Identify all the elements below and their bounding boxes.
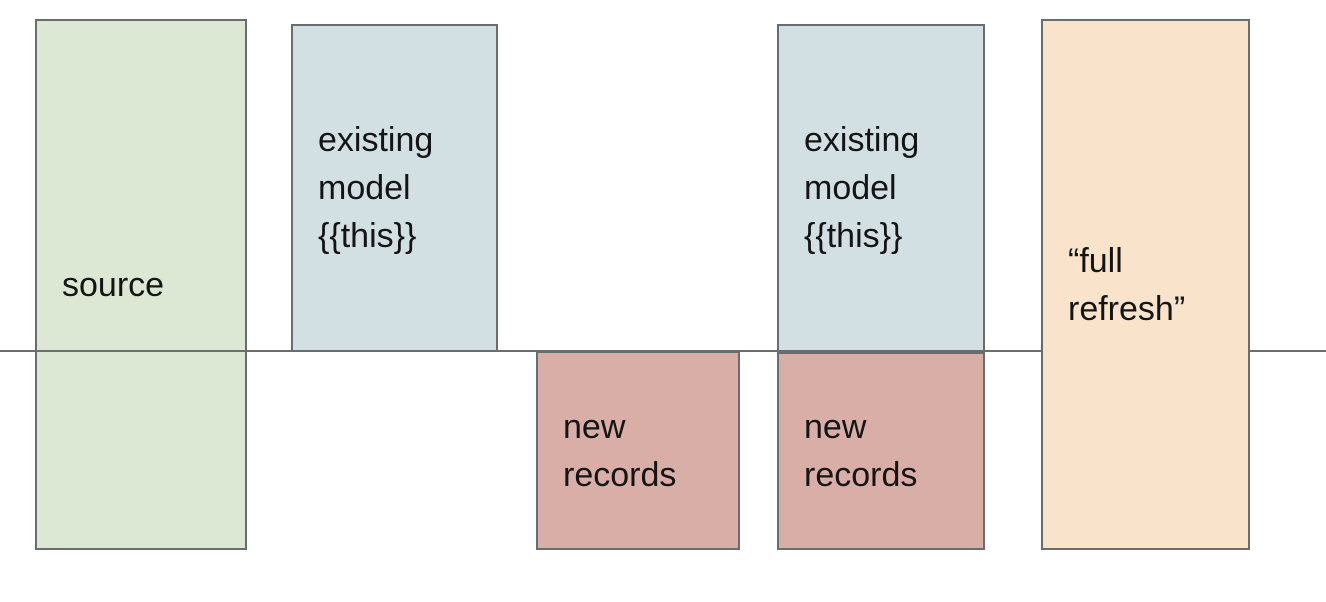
box-label: existing model {{this}} (804, 121, 920, 255)
full-refresh-box: “full refresh” (1041, 19, 1250, 550)
source-box: source (35, 19, 247, 550)
new-records-box-1: new records (536, 351, 740, 550)
box-label: “full refresh” (1068, 241, 1186, 328)
existing-model-box-1: existing model {{this}} (291, 24, 498, 352)
new-records-box-2: new records (777, 352, 985, 550)
box-label: new records (563, 407, 677, 494)
box-label: existing model {{this}} (318, 121, 434, 255)
box-label: new records (804, 408, 918, 494)
existing-model-box-2: existing model {{this}} (777, 24, 985, 352)
box-label: source (62, 265, 165, 304)
